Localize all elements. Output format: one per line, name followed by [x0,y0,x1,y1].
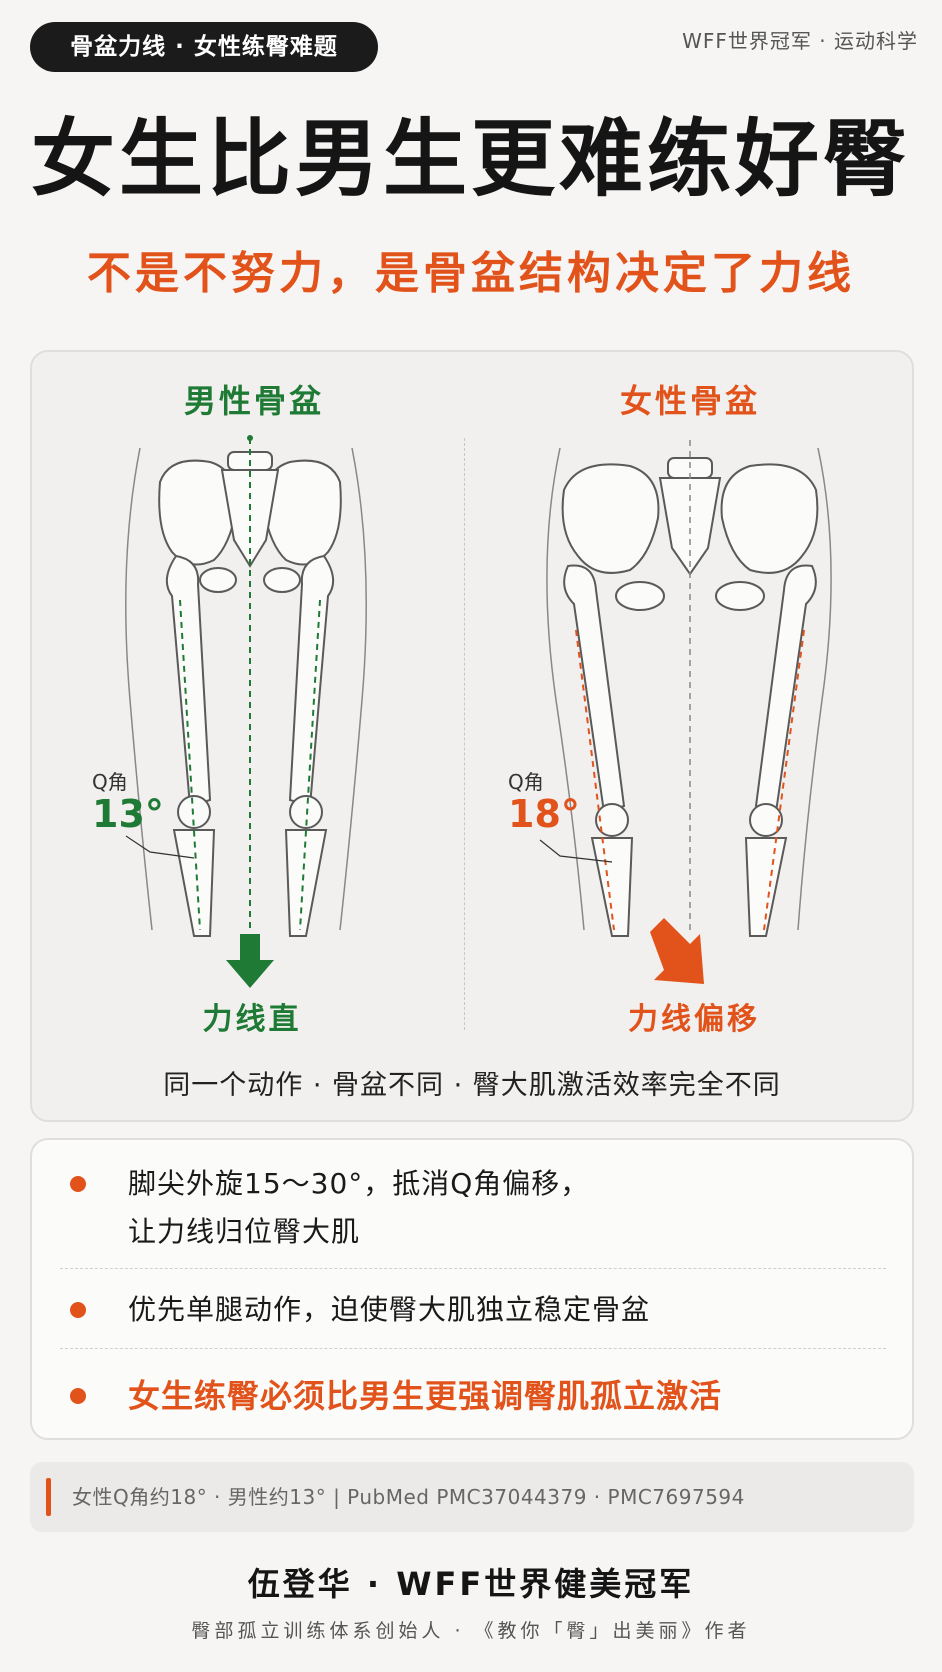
tip-3-highlight: 女生练臀必须比男生更强调臀肌孤立激活 [128,1377,723,1415]
female-q-angle-value: 18° [508,792,580,836]
reference-accent [46,1478,51,1516]
male-skeleton [125,447,367,937]
comparison-caption: 同一个动作 · 骨盆不同 · 臀大肌激活效率完全不同 [163,1070,781,1101]
male-pelvis-title: 男性骨盆 [183,382,324,420]
panel-divider [464,438,465,1030]
author-name: 伍登华 · WFF世界健美冠军 [247,1565,695,1603]
reference-bar [30,1462,914,1532]
bullet-dot [70,1388,86,1404]
tip-separator [60,1348,886,1349]
female-force-line-label: 力线偏移 [628,1002,760,1037]
tip-separator [60,1268,886,1269]
female-pelvis-title: 女性骨盆 [619,382,760,420]
force-down-arrow [226,934,274,988]
bullet-dot [70,1176,86,1192]
author-credits: 臀部孤立训练体系创始人 · 《教你「臀」出美丽》作者 [191,1620,751,1642]
male-q-angle-label: Q角 [92,770,128,794]
force-offset-arrow [650,918,704,984]
female-skeleton [546,447,832,937]
bullet-dot [70,1302,86,1318]
male-force-line-label: 力线直 [202,1002,302,1037]
topic-tag: 骨盆力线 · 女性练臀难题 [30,22,378,72]
tips-card [30,1138,914,1440]
tip-2: 优先单腿动作，迫使臀大肌独立稳定骨盆 [128,1293,651,1326]
tip-1-line-1: 脚尖外旋15～30°，抵消Q角偏移， [128,1167,590,1200]
male-q-angle-value: 13° [92,792,164,836]
tip-1-line-2: 让力线归位臀大肌 [128,1215,361,1248]
page-subtitle: 不是不努力，是骨盆结构决定了力线 [87,248,855,299]
reference-text: 女性Q角约18° · 男性约13° | PubMed PMC37044379 ·… [72,1485,745,1509]
brand-label: WFF世界冠军 · 运动科学 [682,29,918,53]
page-title: 女生比男生更难练好臀 [30,110,911,208]
female-q-angle-label: Q角 [508,770,544,794]
